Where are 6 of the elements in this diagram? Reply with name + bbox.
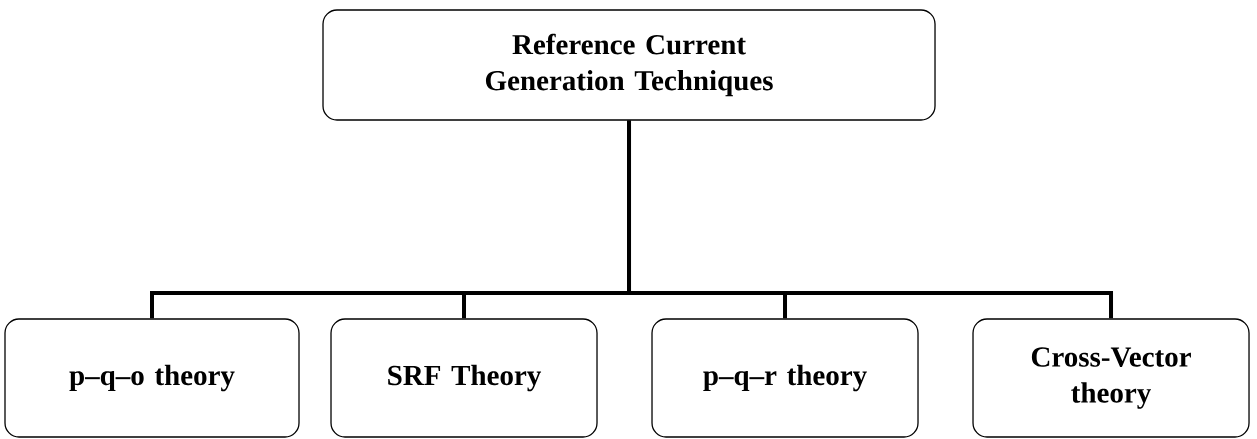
technique-box: Cross-Vector theory: [972, 318, 1250, 438]
technique-box: p–q–o theory: [4, 318, 300, 438]
root-box: Reference Current Generation Techniques: [322, 9, 936, 121]
technique-box: p–q–r theory: [651, 318, 919, 438]
technique-box: SRF Theory: [330, 318, 598, 438]
connector: [627, 120, 1113, 319]
